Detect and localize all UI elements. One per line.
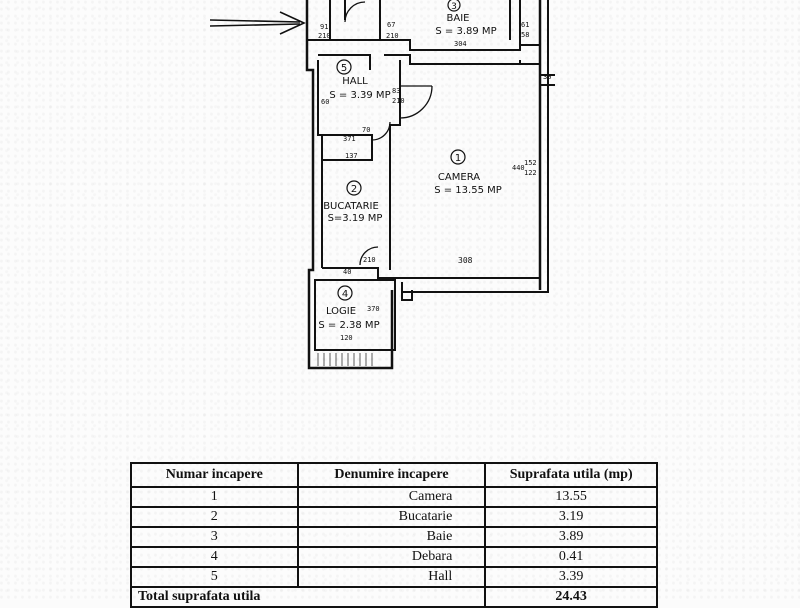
table-row: 4 Debara 0.41	[130, 546, 658, 568]
dim-label: 122	[524, 169, 537, 177]
cell-room-name: Bucatarie	[296, 506, 487, 528]
cell-room-name: Camera	[296, 486, 487, 508]
dim-label: 120	[340, 334, 353, 342]
room-3-area: S = 3.89 MP	[435, 26, 496, 37]
table-row: 5 Hall 3.39	[130, 566, 658, 588]
cell-room-number: 5	[130, 566, 299, 588]
dimension-labels: 91 210 67 210 304 61 58 30 83 210 371 70…	[318, 21, 551, 342]
dim-label: 210	[386, 32, 399, 40]
header-usable-area: Suprafata utila (mp)	[484, 462, 658, 488]
cell-area: 13.55	[484, 486, 658, 508]
cell-room-name: Debara	[296, 546, 487, 568]
cell-room-number: 2	[130, 506, 299, 528]
door-arcs	[344, 1, 433, 266]
room-1-number: 1	[455, 153, 461, 164]
table-header-row: Numar incapere Denumire incapere Suprafa…	[130, 462, 658, 488]
room-4-name: LOGIE	[326, 306, 356, 317]
dim-label: 152	[524, 159, 537, 167]
dim-label: 371	[343, 135, 356, 143]
logie-hatching	[317, 353, 373, 366]
cell-area: 3.89	[484, 526, 658, 548]
dim-label: 308	[458, 256, 473, 265]
room-4-circle	[337, 285, 353, 301]
dim-label: 58	[521, 31, 529, 39]
dim-label: 83	[392, 87, 400, 95]
table-row: 3 Baie 3.89	[130, 526, 658, 548]
dim-label: 137	[345, 152, 358, 160]
dim-label: 210	[392, 97, 405, 105]
cell-room-number: 1	[130, 486, 299, 508]
header-room-number: Numar incapere	[130, 462, 299, 488]
room-2-area: S=3.19 MP	[328, 213, 383, 224]
cell-room-name: Baie	[296, 526, 487, 548]
dim-label: 70	[362, 126, 370, 134]
dim-label: 40	[343, 268, 351, 276]
table-row: 2 Bucatarie 3.19	[130, 506, 658, 528]
table-total-row: Total suprafata utila 24.43	[129, 586, 658, 608]
dim-label: 61	[521, 21, 529, 29]
dim-label: 304	[454, 40, 467, 48]
dim-label: 67	[387, 21, 395, 29]
cell-area: 0.41	[484, 546, 658, 568]
cell-area: 3.39	[484, 566, 658, 588]
room-5-circle	[336, 59, 352, 75]
room-2-circle	[346, 180, 362, 196]
cell-room-number: 4	[130, 546, 299, 568]
dim-label: 440	[512, 164, 525, 172]
table-row: 1 Camera 13.55	[130, 486, 658, 508]
header-room-name: Denumire incapere	[296, 462, 487, 488]
room-3-name: BAIE	[447, 13, 470, 24]
dim-label: 91	[320, 23, 328, 31]
dim-label: 210	[363, 256, 376, 264]
dim-label: 60	[321, 98, 329, 106]
dim-label: 370	[367, 305, 380, 313]
entrance-arrow-icon	[209, 11, 306, 35]
walls	[305, 0, 555, 370]
cell-room-name: Hall	[296, 566, 487, 588]
room-3-number: 3	[451, 2, 457, 12]
room-1-circle	[450, 149, 466, 165]
room-1-area: S = 13.55 MP	[434, 185, 502, 196]
room-5-area: S = 3.39 MP	[329, 90, 390, 101]
cell-area: 3.19	[484, 506, 658, 528]
room-2-name: BUCATARIE	[323, 201, 379, 212]
room-5-number: 5	[341, 63, 347, 74]
area-table: Numar incapere Denumire incapere Suprafa…	[129, 462, 658, 608]
dim-label: 210	[318, 32, 331, 40]
dim-label: 30	[543, 73, 551, 81]
total-label: Total suprafata utila	[129, 586, 487, 608]
room-4-area: S = 2.38 MP	[318, 320, 379, 331]
room-2-number: 2	[351, 184, 357, 195]
total-area: 24.43	[484, 586, 658, 608]
room-3-circle	[447, 0, 461, 12]
room-5-name: HALL	[342, 76, 368, 87]
cell-room-number: 3	[130, 526, 299, 548]
room-1-name: CAMERA	[438, 172, 480, 183]
room-4-number: 4	[342, 289, 348, 300]
